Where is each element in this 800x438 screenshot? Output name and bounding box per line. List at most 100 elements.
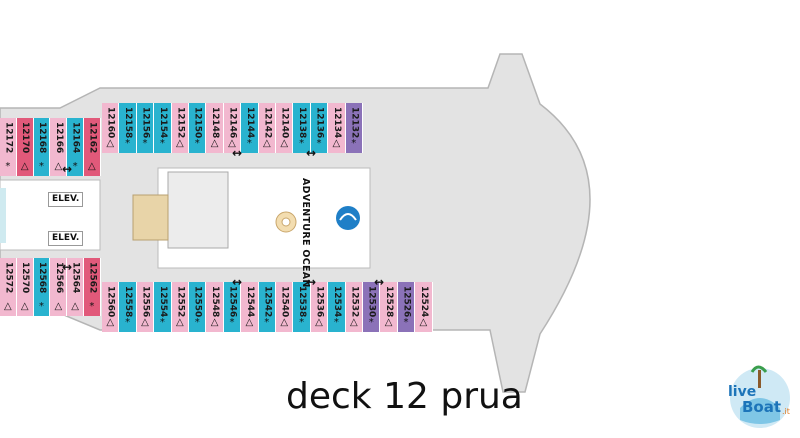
cabin-number: 12568 — [36, 262, 47, 294]
cabin-number: 12552 — [175, 286, 186, 318]
cabin-12548[interactable]: 12548△ — [206, 282, 224, 332]
cabin-12148[interactable]: 12148△ — [206, 103, 224, 153]
cabin-12150[interactable]: 12150* — [189, 103, 207, 153]
cabin-12536[interactable]: 12536△ — [310, 282, 329, 332]
cabin-12560[interactable]: 12560△ — [102, 282, 120, 332]
cabin-12146[interactable]: 12146△ — [223, 103, 242, 153]
cabin-12170[interactable]: 12170△ — [16, 118, 34, 176]
cabin-type-icon: △ — [106, 138, 115, 149]
stairs — [132, 194, 169, 241]
connecting-arrow-icon: ↔ — [306, 275, 317, 289]
cabin-number: 12138 — [297, 107, 308, 139]
cabin-12142[interactable]: 12142△ — [258, 103, 276, 153]
cabin-type-icon: △ — [106, 317, 115, 328]
cabin-type-icon: △ — [175, 317, 184, 328]
cabin-12134[interactable]: 12134△ — [328, 103, 346, 153]
logo-text-suffix: .it — [782, 407, 790, 416]
cabin-12132[interactable]: 12132* — [345, 103, 363, 153]
cabin-12570[interactable]: 12570△ — [16, 258, 34, 316]
cabin-type-icon: △ — [262, 138, 271, 149]
cabin-type-icon: △ — [88, 161, 96, 172]
cabin-12156[interactable]: 12156* — [136, 103, 155, 153]
cabin-12540[interactable]: 12540△ — [276, 282, 294, 332]
cabin-12140[interactable]: 12140△ — [276, 103, 294, 153]
cabin-number: 12544 — [244, 286, 255, 318]
cabin-number: 12542 — [262, 286, 273, 318]
accessible-icon: * — [142, 138, 148, 149]
cabin-12152[interactable]: 12152△ — [171, 103, 189, 153]
cabin-12532[interactable]: 12532△ — [345, 282, 363, 332]
cabin-12566[interactable]: 12566△ — [50, 258, 68, 316]
cabin-12542[interactable]: 12542* — [258, 282, 276, 332]
adventure-ocean-label: ADVENTURE OCEAN — [300, 178, 311, 288]
elevator-label-upper: ELEV. — [48, 192, 84, 207]
accessible-icon: * — [264, 317, 270, 328]
cabin-12552[interactable]: 12552△ — [171, 282, 189, 332]
cabin-12528[interactable]: 12528△ — [380, 282, 398, 332]
cabin-12562[interactable]: 12562* — [84, 258, 101, 316]
cabin-number: 12154 — [157, 107, 168, 139]
logo-text-live: live — [728, 384, 756, 400]
connecting-arrow-icon: ↔ — [374, 275, 385, 289]
accessible-icon: * — [368, 317, 374, 328]
accessible-icon: * — [38, 161, 44, 172]
cabin-12144[interactable]: 12144* — [241, 103, 259, 153]
cabin-12556[interactable]: 12556△ — [136, 282, 155, 332]
cabin-12544[interactable]: 12544△ — [241, 282, 259, 332]
cabin-number: 12566 — [53, 262, 64, 294]
cabin-12136[interactable]: 12136* — [310, 103, 329, 153]
cabin-12568[interactable]: 12568* — [33, 258, 51, 316]
cabin-12572[interactable]: 12572△ — [0, 258, 17, 316]
cabin-number: 12572 — [3, 262, 14, 294]
cabin-12554[interactable]: 12554* — [154, 282, 172, 332]
elevator-shaft — [0, 188, 6, 243]
cabin-number: 12530 — [366, 286, 377, 318]
cabin-12534[interactable]: 12534* — [328, 282, 346, 332]
cabin-number: 12158 — [123, 107, 134, 139]
cabin-number: 12534 — [331, 286, 342, 318]
cabin-number: 12526 — [401, 286, 412, 318]
cabin-12550[interactable]: 12550* — [189, 282, 207, 332]
cabin-12162[interactable]: 12162△ — [84, 118, 101, 176]
cabin-12530[interactable]: 12530* — [363, 282, 381, 332]
cabin-number: 12140 — [279, 107, 290, 139]
accessible-icon: * — [194, 317, 200, 328]
connecting-arrow-icon: ↔ — [62, 260, 73, 274]
cabin-number: 12136 — [314, 107, 325, 139]
connecting-arrow-icon: ↔ — [232, 275, 243, 289]
cabin-12524[interactable]: 12524△ — [415, 282, 433, 332]
cabin-number: 12156 — [140, 107, 151, 139]
cabin-12138[interactable]: 12138* — [293, 103, 311, 153]
cabin-12558[interactable]: 12558* — [119, 282, 137, 332]
cabin-number: 12148 — [210, 107, 221, 139]
cabin-number: 12146 — [227, 107, 238, 139]
cabin-12546[interactable]: 12546* — [223, 282, 242, 332]
cabin-12164[interactable]: 12164* — [67, 118, 84, 176]
cabin-number: 12562 — [87, 262, 98, 294]
accessible-icon: * — [333, 317, 339, 328]
cabin-12564[interactable]: 12564△ — [67, 258, 84, 316]
accessible-icon: * — [316, 138, 322, 149]
accessible-icon: * — [194, 138, 200, 149]
accessible-icon: * — [299, 317, 305, 328]
cabin-12166[interactable]: 12166△ — [50, 118, 68, 176]
accessible-icon: * — [351, 138, 357, 149]
cabin-12172[interactable]: 12172* — [0, 118, 17, 176]
accessible-icon: * — [72, 161, 78, 172]
connecting-arrow-icon: ↔ — [306, 146, 317, 160]
cabin-number: 12144 — [244, 107, 255, 139]
cabin-number: 12540 — [279, 286, 290, 318]
cabin-12160[interactable]: 12160△ — [102, 103, 120, 153]
cabin-number: 12550 — [192, 286, 203, 318]
cabin-12154[interactable]: 12154* — [154, 103, 172, 153]
cabin-number: 12168 — [36, 122, 47, 154]
cabin-12168[interactable]: 12168 * — [33, 118, 51, 176]
cabin-12538[interactable]: 12538* — [293, 282, 311, 332]
adventure-ocean-icon — [336, 206, 360, 230]
stair-block — [167, 171, 229, 249]
cabin-12526[interactable]: 12526* — [397, 282, 416, 332]
cabin-12158[interactable]: 12158* — [119, 103, 137, 153]
cabin-number: 12152 — [175, 107, 186, 139]
accessible-icon: * — [229, 317, 235, 328]
cabin-type-icon: △ — [349, 317, 358, 328]
